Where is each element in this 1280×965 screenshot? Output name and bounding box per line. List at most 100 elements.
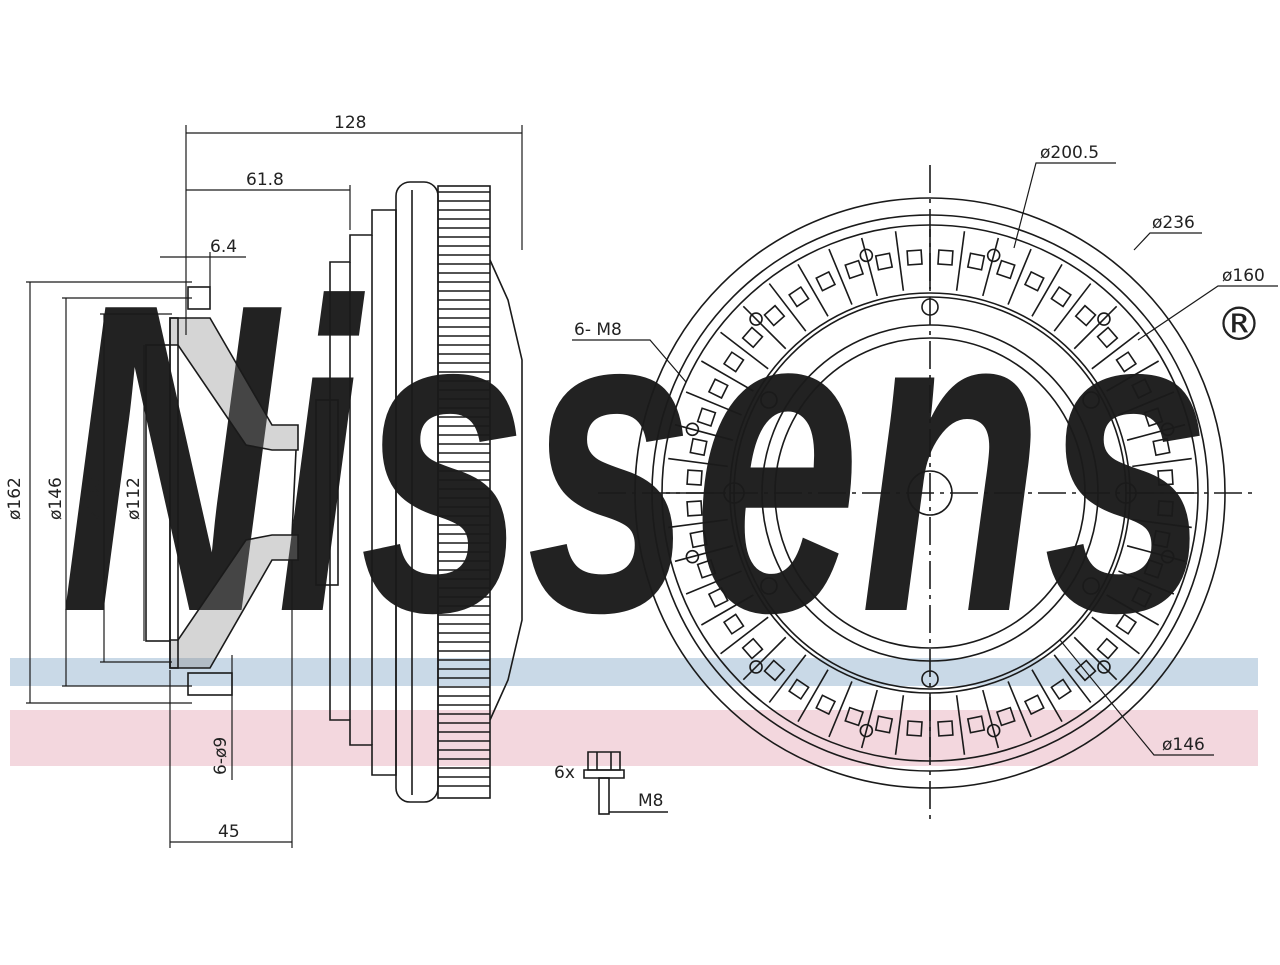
- radial-fin: [685, 391, 742, 416]
- fin-pocket: [995, 706, 1016, 727]
- shaft-block: [315, 399, 339, 586]
- watermark-brand: Nissens: [60, 213, 1210, 704]
- bolt-hole: [760, 391, 778, 409]
- fin-pocket: [844, 706, 865, 727]
- label-dia-146: ø146: [46, 477, 66, 520]
- radial-fin: [1106, 594, 1160, 626]
- bolt-hole: [760, 577, 778, 595]
- fin-pocket: [815, 694, 837, 716]
- fin-pocket: [1143, 407, 1164, 428]
- fin-pocket: [937, 249, 954, 266]
- radial-fin: [1053, 654, 1092, 703]
- leader-146: [1059, 639, 1214, 756]
- fin-hole: [1097, 312, 1111, 326]
- bolt-circle-ring: [733, 296, 1127, 690]
- fin-pocket: [844, 259, 865, 280]
- radial-fin: [742, 305, 787, 350]
- fin-pocket: [763, 659, 786, 682]
- side-labels: 128 61.8 6.4 ø162 ø146 ø130 ø112 6-ø9 45: [5, 113, 366, 842]
- label-dia-160: ø160: [1222, 266, 1265, 286]
- watermark-band-pink: [10, 710, 1258, 766]
- fin-ring-inner: [729, 292, 1131, 694]
- fin-pocket: [1115, 351, 1138, 373]
- radial-fin: [1007, 681, 1032, 738]
- watermark-registered: ®: [1216, 297, 1262, 351]
- fin-pocket: [1152, 437, 1171, 457]
- radial-fin: [1132, 518, 1192, 529]
- fin-pocket: [1096, 326, 1119, 349]
- housing-ring: [761, 324, 1099, 662]
- fin-pocket: [1023, 694, 1045, 716]
- leader-236: [1133, 232, 1202, 251]
- radial-fin: [894, 695, 905, 755]
- radial-fin: [955, 231, 966, 291]
- label-flange-thickness: 6.4: [210, 237, 237, 257]
- label-bolt-thread: M8: [638, 791, 663, 811]
- fin-hole: [986, 723, 1001, 738]
- radial-fin: [1106, 360, 1160, 392]
- watermark-band-blue: [10, 658, 1258, 686]
- fin-pocket: [696, 558, 717, 579]
- radial-fin: [860, 237, 878, 297]
- fin-pocket: [1050, 678, 1072, 701]
- fin-pocket: [906, 720, 923, 737]
- radial-fin: [1118, 570, 1175, 595]
- fin-hole: [986, 248, 1001, 263]
- radial-fin: [1126, 423, 1186, 441]
- hub-cone-lower: [169, 534, 299, 669]
- radial-fin: [674, 545, 734, 563]
- radial-fin: [720, 331, 769, 370]
- mount-hole: [723, 482, 745, 504]
- radial-fin: [700, 594, 754, 626]
- bolt-washer: [583, 769, 625, 779]
- fin-pocket: [1096, 637, 1119, 660]
- leader-200-5: [1013, 162, 1116, 249]
- label-overall-width: 128: [334, 113, 366, 133]
- label-dia-236: ø236: [1152, 213, 1195, 233]
- fin-pocket: [1023, 270, 1045, 292]
- label-holes: 6-ø9: [211, 737, 231, 775]
- radial-fin: [894, 231, 905, 291]
- fin-hole: [1160, 549, 1175, 564]
- fin-pocket: [906, 249, 923, 266]
- side-dimensions: [26, 125, 523, 848]
- fin-ring-outer: [661, 224, 1199, 762]
- outer-ring-inner: [651, 214, 1209, 772]
- bolt-detail: [583, 751, 668, 815]
- watermark: Nissens ®: [10, 213, 1262, 766]
- label-bolt-qty: 6x: [554, 763, 575, 783]
- radial-fin: [685, 570, 742, 595]
- radial-fins: [666, 229, 1194, 757]
- fin-pocket: [874, 252, 894, 271]
- fin-pocket: [689, 437, 708, 457]
- radial-fin: [1007, 248, 1032, 305]
- radial-fin: [668, 518, 728, 529]
- bolt-labels: 6x M8: [554, 763, 663, 811]
- label-dia-146-front: ø146: [1162, 735, 1205, 755]
- fin-pocket: [741, 326, 764, 349]
- fin-pocket: [788, 678, 810, 701]
- radial-fin: [797, 669, 829, 723]
- bolt-holes: [723, 298, 1137, 688]
- fin-pocket: [696, 407, 717, 428]
- fin-pocket: [815, 270, 837, 292]
- fin-pocket: [874, 715, 894, 734]
- radial-fin: [1053, 283, 1092, 332]
- side-view: [145, 181, 523, 803]
- radial-fin: [982, 689, 1000, 749]
- radial-fin: [668, 457, 728, 468]
- fin-hole: [685, 422, 700, 437]
- radial-fin: [860, 689, 878, 749]
- fin-hole: [859, 723, 874, 738]
- radial-fin: [742, 636, 787, 681]
- radial-fin: [1091, 331, 1140, 370]
- radial-fin: [768, 283, 807, 332]
- radial-fin: [797, 263, 829, 317]
- fin-pocket: [1143, 558, 1164, 579]
- fin-hole: [749, 312, 763, 326]
- fin-pocket: [788, 285, 810, 308]
- inner-recess: [145, 344, 171, 642]
- fin-pocket: [722, 613, 745, 635]
- fin-hole: [859, 248, 874, 263]
